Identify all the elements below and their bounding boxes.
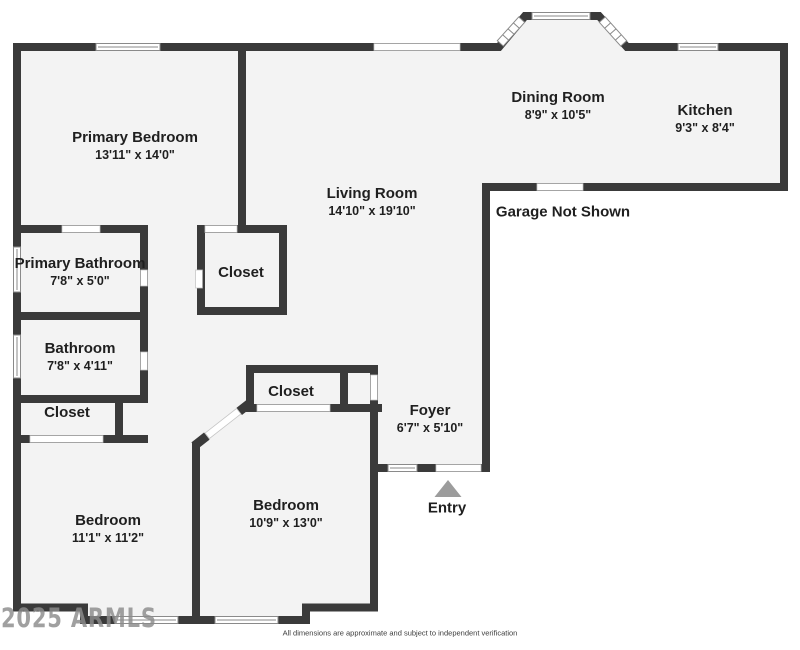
wall-primary-closet-top — [197, 225, 287, 233]
window-kitchen-top — [677, 43, 719, 51]
wall-foyer-cubby-bottom — [336, 404, 382, 412]
window-primary-bedroom-top — [95, 43, 161, 51]
door-bed2-closet — [256, 404, 331, 412]
wall-angled-cap-1 — [191, 432, 210, 450]
room-label-primary-bathroom: Primary Bathroom 7'8" x 5'0" — [14, 255, 146, 288]
wall-hall-closet-divider — [115, 395, 123, 443]
room-label-bathroom: Bathroom 7'8" x 4'11" — [44, 340, 116, 373]
window-bay-center — [531, 12, 591, 20]
door-hall-primary-bathroom — [140, 269, 148, 287]
door-openings — [29, 43, 584, 472]
room-label-kitchen: Kitchen 9'3" x 8'4" — [675, 102, 735, 135]
entry-label: Entry — [427, 499, 467, 517]
door-hall-closet — [29, 435, 104, 443]
room-label-bedroom-2: Bedroom 10'9" x 13'0" — [249, 497, 323, 530]
wall-foyer-left — [370, 365, 378, 472]
wall-primary-bedroom-right — [238, 43, 246, 233]
wall-bed2-closet-left — [246, 365, 254, 412]
watermark: 2025 ARMLS — [1, 603, 157, 634]
room-label-living-room: Living Room 14'10" x 19'10" — [326, 185, 418, 218]
room-label-primary-bedroom: Primary Bedroom 13'11" x 14'0" — [72, 129, 198, 162]
wall-angled-cap-2 — [236, 398, 255, 415]
wall-bed2-closet-top — [246, 365, 378, 373]
window-bedroom1-bottom — [114, 616, 179, 624]
room-label-bedroom-1: Bedroom 11'1" x 11'2" — [71, 512, 145, 545]
door-primary-closet-top — [204, 225, 238, 233]
door-bedroom2-angled — [204, 407, 242, 440]
windows — [13, 12, 719, 624]
entry-arrow-icon — [434, 480, 462, 497]
wall-bedroom-divider — [192, 443, 200, 624]
wall-primary-closet-right — [279, 225, 287, 315]
wall-foyer-cubby-divider — [340, 365, 348, 412]
opening-top-wall — [373, 43, 461, 51]
opening-foyer-cubby — [370, 374, 378, 401]
window-bay-right-angled — [598, 16, 628, 47]
wall-bathroom-bottom — [13, 395, 148, 403]
window-bay-left-angled — [496, 16, 526, 47]
room-label-closet-bedroom2: Closet — [268, 383, 314, 400]
window-bedroom2-bottom — [214, 616, 279, 624]
room-label-closet-hall: Closet — [44, 404, 90, 421]
window-foyer-bottom — [387, 464, 418, 472]
opening-entry-door — [435, 464, 482, 472]
door-primary-closet-left — [195, 269, 203, 289]
disclaimer-text: All dimensions are approximate and subje… — [282, 628, 518, 638]
window-primary-bathroom-left — [13, 246, 21, 293]
window-bathroom-left — [13, 334, 21, 379]
opening-garage-wall — [536, 183, 584, 191]
room-label-dining-room: Dining Room 8'9" x 10'5" — [511, 89, 605, 122]
room-label-foyer: Foyer 6'7" x 5'10" — [396, 402, 464, 435]
wall-bathroom-divider — [13, 312, 148, 320]
wall-primary-closet-bottom — [197, 307, 287, 315]
garage-note: Garage Not Shown — [495, 203, 631, 221]
room-label-closet-primary: Closet — [218, 264, 264, 281]
door-primary-bathroom — [61, 225, 101, 233]
door-hall-bathroom — [140, 351, 148, 371]
